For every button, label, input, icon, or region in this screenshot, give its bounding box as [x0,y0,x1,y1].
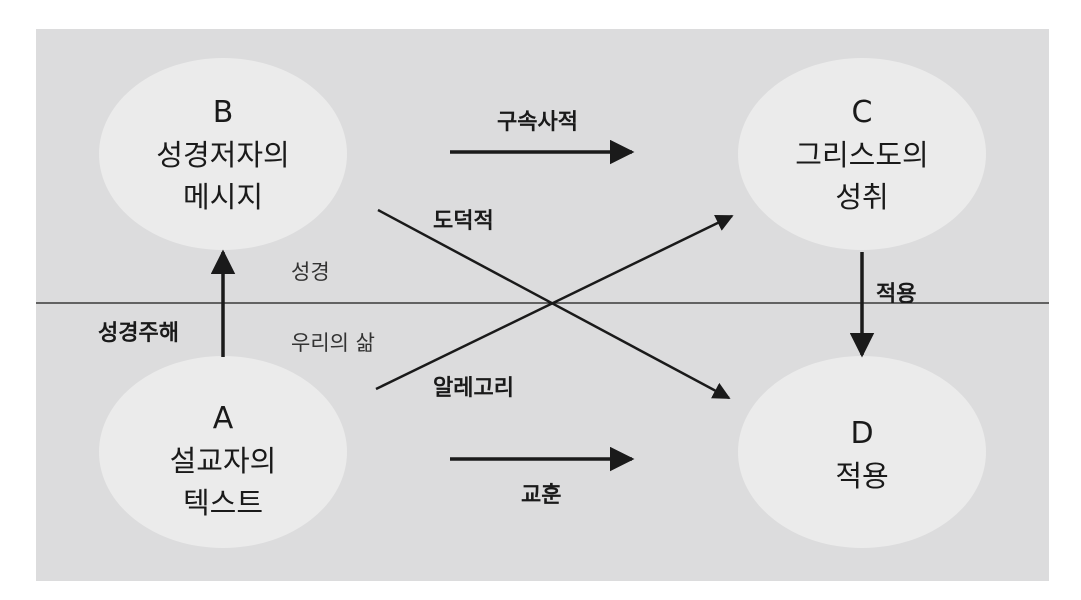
label-lesson: 교훈 [521,483,562,508]
node-c-letter: C [851,95,873,130]
node-d: D 적용 [738,385,986,525]
node-d-line1: 적용 [835,459,889,493]
node-b-line2: 메시지 [182,180,264,214]
node-b-letter: B [212,95,234,130]
node-c-ellipse [738,58,986,250]
node-a: A 설교자의 텍스트 [99,368,347,554]
label-christocentric: 구속사적 [497,110,578,135]
node-b-line1: 성경저자의 [156,138,290,172]
node-d-ellipse [738,356,986,548]
node-c-line2: 성취 [835,180,889,214]
node-c-line1: 그리스도의 [795,138,929,172]
label-application: 적용 [876,282,917,307]
node-a-line1: 설교자의 [169,444,277,478]
node-c: C 그리스도의 성취 [738,62,986,248]
node-b-ellipse [99,58,347,250]
arrow-a-to-c [375,214,734,391]
label-bible: 성경 [291,260,330,284]
node-a-letter: A [212,401,234,436]
node-a-ellipse [99,356,347,548]
label-allegory: 알레고리 [433,376,514,401]
label-moral: 도덕적 [433,209,494,234]
node-b: B 성경저자의 메시지 [99,62,347,248]
node-a-line2: 텍스트 [182,486,264,520]
label-our-life: 우리의 삶 [291,331,375,355]
label-exegesis: 성경주해 [98,321,179,346]
node-d-letter: D [850,416,874,451]
